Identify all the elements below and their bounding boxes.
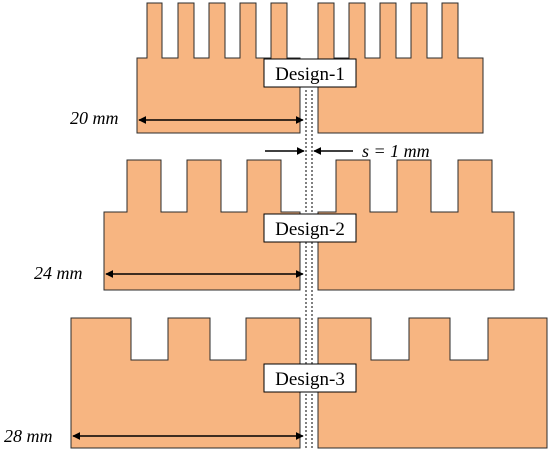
design-3-label: Design-3 <box>275 369 345 390</box>
design-3-label-box <box>263 363 357 393</box>
gap-indicator: s = 1 mm <box>265 90 430 448</box>
design-1-right-plate <box>317 2 484 134</box>
design-3-group: Design-3 28 mm <box>4 317 548 449</box>
design-2-right-plate <box>317 159 515 291</box>
gap-label: s = 1 mm <box>362 141 430 161</box>
design-3-width-label: 28 mm <box>4 426 53 446</box>
design-2-label-box <box>263 213 357 243</box>
design-1-width-label: 20 mm <box>70 108 119 128</box>
design-2-width-label: 24 mm <box>34 263 83 283</box>
design-1-label: Design-1 <box>275 64 345 85</box>
design-1-label-box <box>263 58 357 88</box>
design-3-right-plate <box>317 317 548 449</box>
design-1-left-plate <box>136 2 301 134</box>
design-2-left-plate <box>103 159 301 291</box>
design-1-group: Design-1 20 mm <box>70 2 484 134</box>
design-2-group: Design-2 24 mm <box>34 159 515 291</box>
design-3-left-plate <box>70 317 301 449</box>
design-2-label: Design-2 <box>275 219 345 240</box>
